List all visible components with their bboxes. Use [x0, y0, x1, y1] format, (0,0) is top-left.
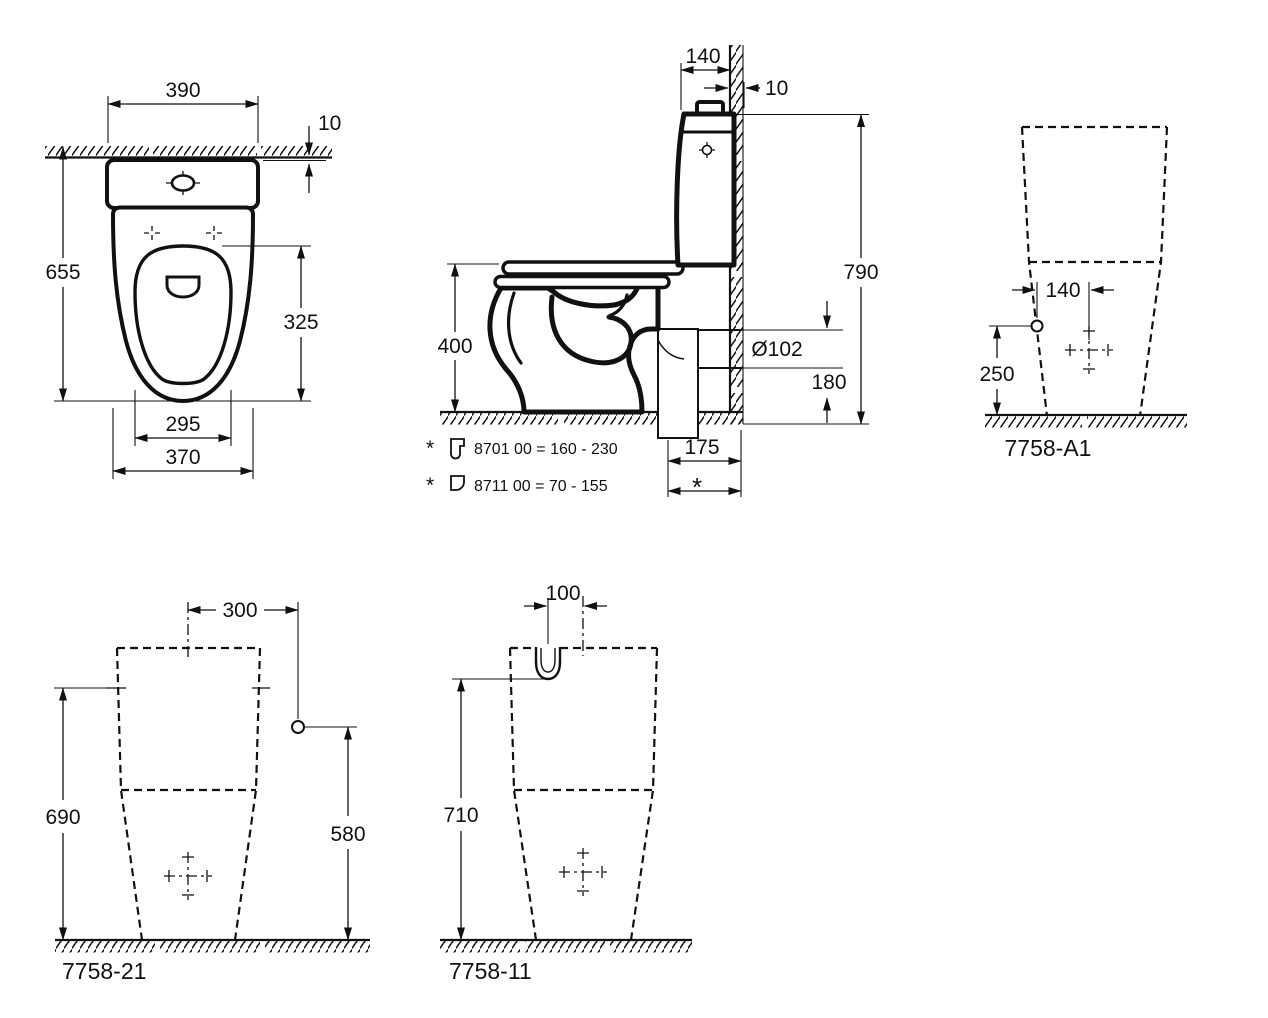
trap-curve [548, 294, 634, 366]
cistern-top-outline [105, 158, 260, 210]
dim-outlet: Ø102 180 [700, 301, 847, 425]
dim-140-cistern: 140 [680, 45, 731, 110]
dim-325-label: 325 [283, 311, 318, 334]
note2-text: 8711 00 = 70 - 155 [474, 478, 608, 495]
dim-400-label: 400 [437, 335, 472, 358]
bowl-profile-outline [487, 265, 661, 415]
floor-section [985, 413, 1187, 428]
flush-button [170, 174, 196, 192]
center-crosshair [559, 848, 607, 896]
note1-text: 8701 00 = 160 - 230 [474, 441, 618, 458]
dim-390-label: 390 [165, 79, 200, 102]
inlet-cup-inner [540, 648, 556, 673]
dim-390: 390 [107, 79, 259, 143]
model-label-a1: 7758-A1 [1005, 435, 1092, 461]
center-crosshair [164, 852, 212, 900]
dim-370: 370 [112, 408, 254, 479]
dim-175-label: 175 [684, 436, 719, 459]
note2-star: * [426, 474, 434, 497]
seat-opening-outline [133, 244, 233, 386]
dim-10-wall-gap: 10 [263, 112, 341, 193]
dim-300: 300 [187, 599, 299, 719]
floor-section [55, 938, 370, 953]
dim-175: 175 [667, 430, 742, 497]
dim-variable-label: * [692, 472, 702, 502]
dim-790-label: 790 [843, 261, 878, 284]
seat-lid-bar [501, 260, 685, 276]
dim-400: 400 [437, 263, 499, 413]
dim-300-label: 300 [222, 599, 257, 622]
note1-star: * [426, 437, 434, 460]
fixing-hole-marker-left [144, 226, 160, 240]
wall-section [45, 146, 332, 159]
outlet-notes: * 8701 00 = 160 - 230 * 8711 00 = 70 - 1… [426, 437, 618, 497]
dim-655-label: 655 [45, 261, 80, 284]
inlet-cup [534, 647, 562, 681]
side-view: 140 10 790 400 Ø102 1 [426, 45, 879, 502]
supply-hole [291, 720, 305, 734]
dim-variable: * [667, 472, 742, 502]
dim-655: 655 [45, 146, 174, 402]
dim-295: 295 [134, 390, 232, 446]
toilet-profile [487, 100, 737, 415]
dim-710: 710 [443, 678, 545, 941]
model-label-11: 7758-11 [449, 958, 532, 984]
dashed-outline [508, 646, 659, 941]
flush-inlet-outline [165, 275, 201, 299]
dim-180-label: 180 [811, 371, 846, 394]
dim-370-label: 370 [165, 446, 200, 469]
bowl-top-outline [111, 205, 255, 403]
dim-325: 325 [191, 245, 319, 402]
dim-710-label: 710 [443, 804, 478, 827]
dim-10-wall: 10 [704, 77, 788, 108]
seat-ring-bar [493, 274, 671, 290]
floor-section [440, 938, 692, 953]
dim-outlet-diameter-label: Ø102 [751, 338, 802, 361]
trap-inner-line [609, 293, 629, 317]
dim-10-label: 10 [318, 112, 341, 135]
cistern-outline [674, 111, 737, 268]
rear-view-21: 300 690 580 7758-21 [45, 599, 370, 984]
horizontal-outlet-icon [450, 475, 465, 491]
dim-140-hole: 140 [1012, 279, 1114, 340]
outlet-pipe [657, 328, 742, 439]
dim-140-label: 140 [685, 45, 720, 68]
dim-580: 580 [305, 726, 366, 941]
bowl-inner-rim [507, 291, 523, 365]
dim-250: 250 [979, 325, 1031, 416]
top-view: 390 10 655 325 295 [45, 79, 341, 479]
dim-250-label: 250 [979, 363, 1014, 386]
dim-790: 790 [736, 113, 879, 425]
dim-100: 100 [524, 582, 607, 644]
dim-295-label: 295 [165, 413, 200, 436]
dim-690: 690 [45, 687, 126, 941]
dim-140-hole-label: 140 [1045, 279, 1080, 302]
fixing-hole-marker-right [206, 226, 222, 240]
dim-580-label: 580 [330, 823, 365, 846]
floor-section [440, 410, 743, 425]
supply-hole [1030, 319, 1044, 333]
dashed-outline [1020, 125, 1169, 417]
model-label-21: 7758-21 [62, 958, 146, 984]
dim-10-wall-label: 10 [765, 77, 788, 100]
rear-view-11: 100 710 7758-11 [440, 582, 692, 984]
dim-690-label: 690 [45, 806, 80, 829]
dim-100-label: 100 [545, 582, 580, 605]
vertical-outlet-icon [450, 438, 465, 460]
rear-view-a1: 140 250 7758-A1 [979, 125, 1187, 461]
